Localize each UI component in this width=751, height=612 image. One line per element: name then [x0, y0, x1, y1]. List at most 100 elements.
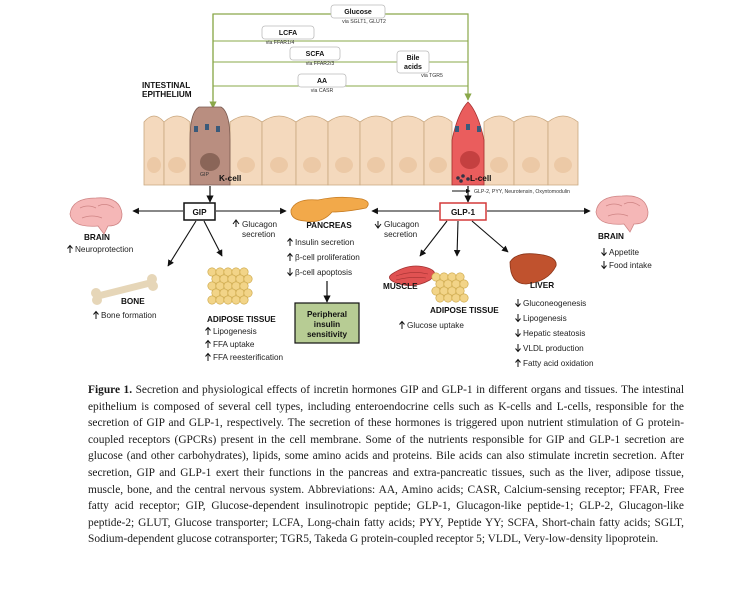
cell-nucleus [147, 157, 161, 173]
epithelial-cell [359, 115, 393, 186]
cell-nucleus [270, 157, 288, 173]
adipocyte [435, 293, 445, 303]
gip-arrows [132, 207, 287, 267]
gip-label: GIP [192, 208, 207, 217]
glp1-arrows [371, 207, 591, 257]
cell-nucleus [490, 157, 508, 173]
arrow-down-icon [601, 248, 607, 257]
cell-nucleus [367, 157, 385, 173]
adipocyte [207, 295, 217, 305]
pancreas-outcome-line2: insulin [314, 320, 340, 329]
nutrient-lcfa: LCFA via FFAR1/4 [261, 25, 315, 46]
k-cell-label: K-cell [219, 174, 241, 183]
bone-title: BONE [121, 297, 145, 306]
effect-label: VLDL production [523, 344, 584, 353]
cell-nucleus [429, 157, 447, 173]
arrow-down-icon [601, 261, 607, 270]
brain-right-title: BRAIN [598, 232, 624, 241]
adipocyte [231, 295, 241, 305]
adipocyte [455, 286, 465, 296]
effect-label: Appetite [609, 248, 639, 257]
nutrient-name: Glucose [344, 9, 372, 16]
arrow-up-icon [205, 352, 211, 361]
nutrient-aa: AA via CASR [297, 73, 347, 94]
effect-label: β-cell apoptosis [295, 268, 352, 277]
liver-title: LIVER [530, 281, 554, 290]
arrow-down-icon [515, 314, 521, 323]
arrow-down-icon [515, 344, 521, 353]
nutrient-name: AA [317, 78, 327, 85]
nutrient-name: SCFA [306, 51, 325, 58]
adipocyte [459, 279, 469, 289]
effect-label: Neuroprotection [75, 245, 134, 254]
arrow-down-icon [287, 268, 293, 277]
arrow-up-icon [399, 320, 405, 329]
nutrient-name-line2: acids [404, 64, 422, 71]
effect-label: Glucose uptake [407, 321, 464, 330]
pancreas-title: PANCREAS [306, 221, 352, 230]
nutrient-via: via CASR [311, 88, 334, 94]
epithelial-cell [261, 115, 297, 186]
glp1-label: GLP-1 [451, 208, 476, 217]
pancreas-outcome-line1: Peripheral [307, 310, 347, 319]
effect-label: FFA uptake [213, 340, 255, 349]
nutrient-via: via SGLT1, GLUT2 [342, 19, 386, 25]
epithelial-cell [143, 115, 165, 186]
arrow-up-icon [287, 237, 293, 246]
l-cell-label: L-cell [470, 174, 491, 183]
glucagon-right: Glucagon secretion [374, 220, 419, 239]
cell-nucleus [168, 157, 186, 173]
effect-label: Hepatic steatosis [523, 329, 585, 338]
nutrient-name: LCFA [279, 30, 297, 37]
nutrient-name-line1: Bile [407, 55, 420, 62]
arrow-up-icon [93, 310, 99, 319]
muscle: MUSCLE [383, 265, 435, 291]
pancreas-outcome-line3: sensitivity [307, 330, 347, 339]
muscle-title: MUSCLE [383, 282, 418, 291]
effect-label: FFA reesterification [213, 353, 284, 362]
epithelial-cell [327, 115, 361, 186]
effect-label: Lipogenesis [213, 327, 257, 336]
cell-nucleus [554, 157, 572, 173]
glucagon-left: Glucagon secretion [232, 219, 277, 239]
liver: LIVER GluconeogenesisLipogenesisHepatic … [509, 253, 594, 368]
adipose-right-title: ADIPOSE TISSUE [430, 306, 499, 315]
cell-nucleus [522, 157, 540, 173]
adipocyte [239, 267, 249, 277]
epithelial-cell [163, 115, 191, 186]
brain-left-title: BRAIN [84, 233, 110, 242]
adipocyte [459, 293, 469, 303]
epithelial-cell [547, 115, 579, 186]
glp1-box: GLP-1 [439, 202, 487, 221]
adipocyte [455, 272, 465, 282]
adipocyte [243, 274, 253, 284]
arrow-down-icon [515, 329, 521, 338]
effect-label: Food intake [609, 261, 652, 270]
glucagon-right-line2: secretion [384, 230, 418, 239]
figure-caption: Figure 1. Secretion and physiological ef… [88, 382, 684, 548]
adipocyte [443, 293, 453, 303]
adipocyte [239, 281, 249, 291]
epithelium-label-line1: INTESTINAL [142, 81, 190, 90]
caption-label: Figure 1. [88, 384, 133, 396]
caption-text: Secretion and physiological effects of i… [88, 384, 685, 546]
effect-label: Gluconeogenesis [523, 299, 586, 308]
cell-nucleus [399, 157, 417, 173]
glucagon-right-line1: Glucagon [384, 220, 419, 229]
nutrient-frame [209, 13, 472, 109]
l-cell-secretion: GLP-2, PYY, Neurotensin, Oxyntomodulin [474, 189, 570, 195]
epithelial-cell [513, 115, 549, 186]
cell-nucleus [303, 157, 321, 173]
nutrient-bile-acids: Bile acids via TGR5 [396, 50, 443, 79]
cell-nucleus [335, 157, 353, 173]
adipocyte [223, 295, 233, 305]
effect-label: Fatty acid oxidation [523, 359, 594, 368]
epithelial-cell [391, 115, 425, 186]
adipocyte [451, 293, 461, 303]
glucagon-left-line1: Glucagon [242, 220, 277, 229]
effect-label: Bone formation [101, 311, 157, 320]
